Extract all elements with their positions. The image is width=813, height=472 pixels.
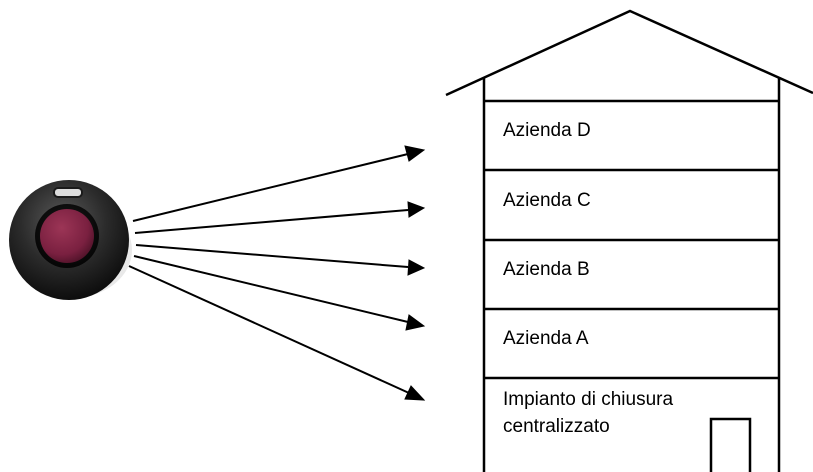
- floor-label-azienda-d: Azienda D: [503, 120, 591, 141]
- arrow-to-azienda-b: [135, 244, 426, 276]
- arrow-to-central-lock: [128, 265, 426, 401]
- arrows-group: [128, 145, 426, 401]
- arrow-to-azienda-c: [134, 201, 426, 234]
- key-fob-remote-icon: [9, 180, 132, 300]
- floor-label-azienda-a: Azienda A: [503, 328, 589, 349]
- arrow-to-azienda-a: [133, 255, 426, 331]
- fob-button: [40, 209, 94, 263]
- floor-label-azienda-b: Azienda B: [503, 259, 590, 280]
- ground-floor-label-line2: centralizzato: [503, 416, 610, 437]
- building: [445, 9, 813, 472]
- building-door: [709, 417, 752, 472]
- building-roof: [445, 9, 813, 97]
- floor-label-azienda-c: Azienda C: [503, 190, 591, 211]
- fob-keyring-slot: [53, 187, 83, 198]
- ground-floor-label-line1: Impianto di chiusura: [503, 389, 673, 410]
- arrow-to-azienda-d: [132, 145, 426, 222]
